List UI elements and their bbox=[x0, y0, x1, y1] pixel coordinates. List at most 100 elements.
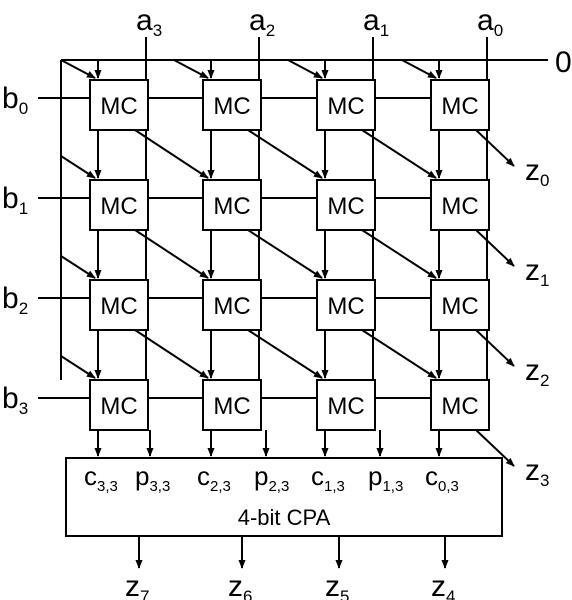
cpa-port-p3-3: p3,3 bbox=[135, 461, 170, 495]
input-b0-subscript: 0 bbox=[19, 99, 28, 118]
mc-cell-box bbox=[430, 179, 490, 231]
mc-cell-r0-c3: MC bbox=[430, 79, 490, 131]
output-z2-subscript: 2 bbox=[540, 371, 549, 390]
mc-cell-box bbox=[430, 279, 490, 331]
cpa-port-p1-3-subscript: 1,3 bbox=[382, 478, 403, 495]
cpa-port-c1-3-subscript: 1,3 bbox=[324, 478, 345, 495]
output-z0: z0 bbox=[525, 154, 549, 190]
input-a1-subscript: 1 bbox=[380, 21, 389, 40]
mc-cell-label: MC bbox=[213, 293, 250, 320]
mc-cell-box bbox=[430, 79, 490, 131]
mc-cell-label: MC bbox=[327, 393, 364, 420]
z2-output-wire bbox=[475, 329, 515, 367]
mc-cell-r2-c2: MC bbox=[316, 279, 376, 331]
top-diag-r0c2 bbox=[287, 59, 323, 79]
output-z4-subscript: 4 bbox=[446, 587, 455, 600]
mc-cell-box bbox=[89, 179, 149, 231]
mc-cell-r1-c0: MC bbox=[89, 179, 149, 231]
cpa-port-p2-3-subscript: 2,3 bbox=[268, 478, 289, 495]
mc-cell-box bbox=[202, 379, 262, 431]
mc-cell-label: MC bbox=[213, 93, 250, 120]
sum-r3c2 bbox=[247, 329, 323, 379]
input-b1-base: b bbox=[2, 182, 19, 215]
output-z1: z1 bbox=[525, 254, 549, 290]
input-b0: b0 bbox=[2, 82, 28, 118]
mc-cell-box bbox=[202, 179, 262, 231]
output-z7-base: z bbox=[125, 570, 140, 600]
z1-output-wire bbox=[475, 229, 515, 267]
mc-cell-box bbox=[202, 279, 262, 331]
mc-cell-r1-c3: MC bbox=[430, 179, 490, 231]
mc-cell-label: MC bbox=[213, 193, 250, 220]
mc-cell-label: MC bbox=[441, 293, 478, 320]
cpa-port-c0-3-base: c bbox=[425, 461, 438, 491]
mc-cell-label: MC bbox=[213, 393, 250, 420]
input-b0-base: b bbox=[2, 82, 19, 115]
input-a2-base: a bbox=[249, 4, 266, 37]
output-z4: z4 bbox=[431, 570, 455, 600]
zero-input-label: 0 bbox=[555, 46, 572, 79]
mc-cell-label: MC bbox=[327, 293, 364, 320]
mc-cell-r1-c2: MC bbox=[316, 179, 376, 231]
cpa-port-c0-3: c0,3 bbox=[425, 461, 459, 495]
mc-cell-box bbox=[316, 79, 376, 131]
mc-cell-box bbox=[316, 179, 376, 231]
input-a1: a1 bbox=[363, 4, 389, 40]
cpa-port-c3-3: c3,3 bbox=[84, 461, 118, 495]
left-diag-r1 bbox=[60, 155, 96, 179]
cpa-port-c3-3-subscript: 3,3 bbox=[97, 478, 118, 495]
mc-cell-r3-c1: MC bbox=[202, 379, 262, 431]
cpa-port-p3-3-base: p bbox=[135, 461, 149, 491]
input-a0-base: a bbox=[477, 4, 494, 37]
output-z3-base: z bbox=[525, 454, 540, 487]
mc-cell-r2-c3: MC bbox=[430, 279, 490, 331]
cpa-port-p2-3-base: p bbox=[254, 461, 268, 491]
sum-r1c2 bbox=[247, 129, 323, 179]
cpa-port-p2-3: p2,3 bbox=[254, 461, 289, 495]
cpa-port-c0-3-subscript: 0,3 bbox=[438, 478, 459, 495]
mc-cell-label: MC bbox=[441, 393, 478, 420]
cpa-port-p3-3-subscript: 3,3 bbox=[149, 478, 170, 495]
cpa-block: 4-bit CPA bbox=[65, 457, 503, 537]
input-a1-base: a bbox=[363, 4, 380, 37]
input-b2: b2 bbox=[2, 282, 28, 318]
sum-r3c1 bbox=[134, 329, 209, 379]
cpa-port-c2-3-subscript: 2,3 bbox=[210, 478, 231, 495]
input-b1-subscript: 1 bbox=[19, 199, 28, 218]
input-b2-base: b bbox=[2, 282, 19, 315]
input-b3: b3 bbox=[2, 382, 28, 418]
top-diag-r0c3 bbox=[401, 59, 437, 79]
output-z5: z5 bbox=[325, 570, 349, 600]
sum-r2c2 bbox=[247, 229, 323, 279]
output-z1-subscript: 1 bbox=[540, 271, 549, 290]
mc-cell-r0-c1: MC bbox=[202, 79, 262, 131]
mc-cell-r3-c0: MC bbox=[89, 379, 149, 431]
mc-cell-r3-c2: MC bbox=[316, 379, 376, 431]
cpa-port-c1-3: c1,3 bbox=[311, 461, 345, 495]
mc-cell-label: MC bbox=[100, 293, 137, 320]
mc-cell-r2-c1: MC bbox=[202, 279, 262, 331]
output-z1-base: z bbox=[525, 254, 540, 287]
output-z2: z2 bbox=[525, 354, 549, 390]
mc-cell-label: MC bbox=[100, 93, 137, 120]
cpa-box bbox=[65, 457, 503, 537]
sum-r3c3 bbox=[361, 329, 437, 379]
cpa-port-p1-3: p1,3 bbox=[368, 461, 403, 495]
mc-cell-r1-c1: MC bbox=[202, 179, 262, 231]
output-z7-subscript: 7 bbox=[140, 587, 149, 600]
mc-cell-label: MC bbox=[441, 93, 478, 120]
input-a3: a3 bbox=[136, 4, 162, 40]
mc-cell-r0-c2: MC bbox=[316, 79, 376, 131]
mc-cell-label: MC bbox=[100, 193, 137, 220]
cpa-port-p1-3-base: p bbox=[368, 461, 382, 491]
mc-cell-label: MC bbox=[441, 193, 478, 220]
mc-cell-r3-c3: MC bbox=[430, 379, 490, 431]
input-b3-base: b bbox=[2, 382, 19, 415]
top-diag-r0c1 bbox=[173, 59, 209, 79]
mc-cell-r2-c0: MC bbox=[89, 279, 149, 331]
mc-cell-box bbox=[89, 379, 149, 431]
mc-cell-label: MC bbox=[327, 193, 364, 220]
mc-cell-box bbox=[89, 79, 149, 131]
